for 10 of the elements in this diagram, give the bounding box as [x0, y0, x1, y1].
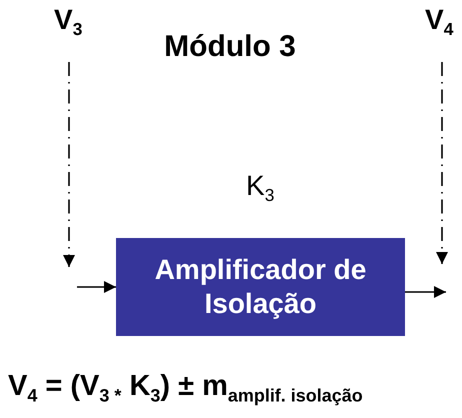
arrow — [405, 286, 446, 298]
title: Módulo 3 — [163, 30, 297, 64]
signal-label: V$_{4}$ — [425, 6, 454, 38]
process-box: Amplificador de Isolação — [116, 238, 405, 336]
arrow — [77, 281, 116, 293]
dash-dot-arrow — [436, 62, 448, 264]
formula: V$_{4}$ = (V$_{3 *}$ K$_{3}$) ± m$_{amplif. isolação}$ — [8, 372, 363, 404]
gain-label: K$_{3}$ — [246, 172, 274, 204]
signal-label: V$_{3}$ — [54, 6, 82, 38]
dash-dot-arrow — [63, 62, 75, 267]
